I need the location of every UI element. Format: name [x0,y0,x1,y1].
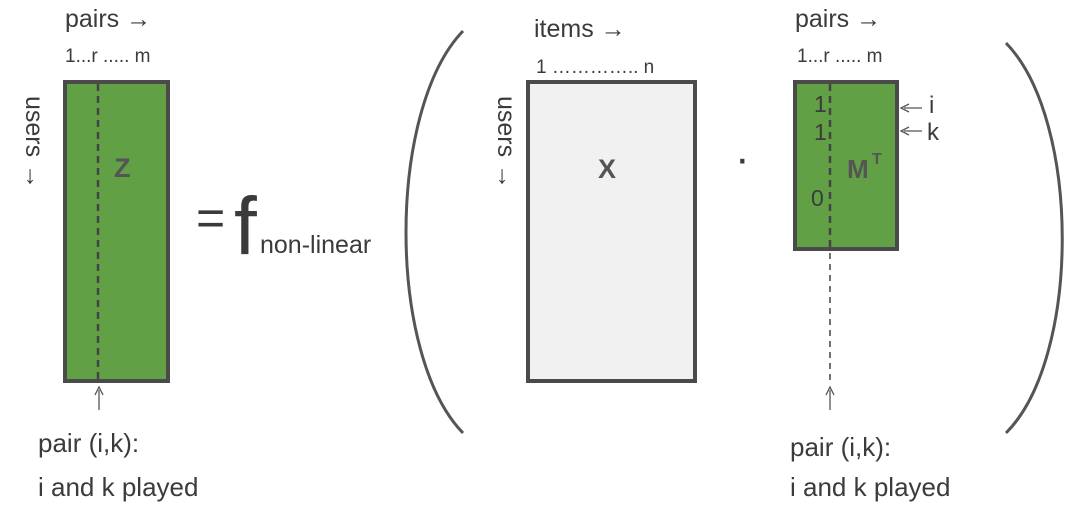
function-subscript: non-linear [260,231,371,259]
z-caption-line1: pair (i,k): [38,428,139,458]
z-pairs-label: pairs → [65,5,151,33]
m-pairs-label: pairs → [795,5,881,33]
z-users-label: users → [20,96,48,189]
m-caption-line1: pair (i,k): [790,432,891,462]
m-value-row-i: 1 [814,91,827,117]
x-matrix [526,80,697,383]
multiplication-dot: · [735,134,750,183]
x-index-label: 1 ………….. n [536,57,654,78]
m-value-row-k: 1 [814,119,827,145]
m-value-other-row: 0 [811,185,824,211]
m-letter: M [847,154,869,184]
row-k-label: k [927,119,940,146]
function-f: f [234,181,257,272]
row-i-pointer-arrowhead [899,103,910,113]
z-pointer-arrowhead [94,385,104,396]
m-caption-line2: i and k played [790,472,950,502]
row-i-label: i [929,92,934,119]
row-k-pointer-arrowhead [899,126,910,136]
x-items-label: items → [534,15,626,43]
z-caption-line2: i and k played [38,472,198,502]
m-pointer-arrowhead [825,385,835,396]
equals-sign: = [196,190,225,246]
z-letter: Z [114,153,131,183]
z-matrix [63,80,170,383]
m-transpose-superscript: T [872,151,882,168]
m-transpose-matrix [793,80,899,251]
x-users-label: users → [492,96,520,189]
z-index-label: 1...r ..... m [65,46,151,67]
x-letter: X [598,154,616,184]
m-index-label: 1...r ..... m [797,46,883,67]
right-parenthesis [1004,41,1064,435]
left-parenthesis [404,29,465,435]
